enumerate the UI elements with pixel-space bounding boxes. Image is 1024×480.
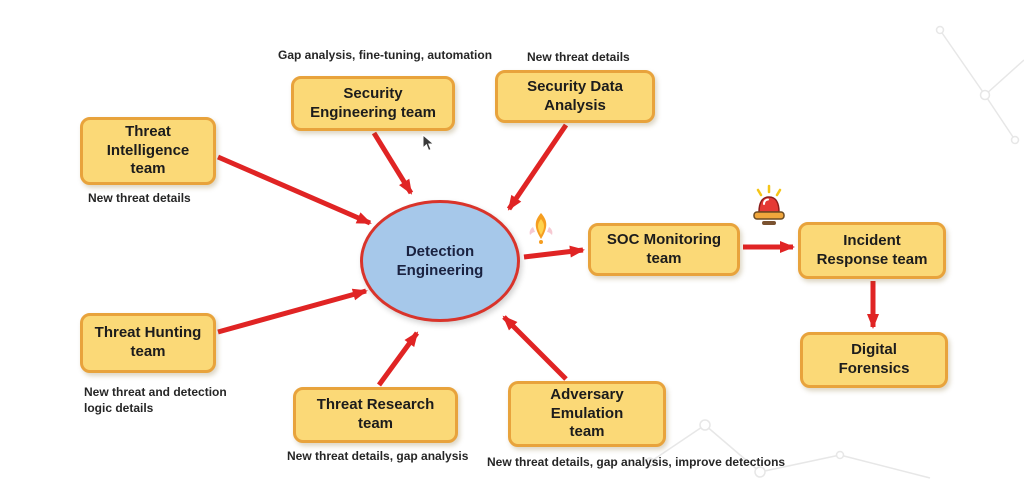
arrow-security-engineering-to-center: [371, 131, 414, 195]
siren-alarm-icon: [753, 184, 785, 225]
caption-threat-intelligence: New threat details: [88, 191, 191, 205]
caption-security-data-analysis: New threat details: [527, 50, 630, 64]
cursor-pointer-shape: [422, 134, 435, 152]
flame-inner: [538, 219, 544, 235]
node-digital-forensics: Digital Forensics: [800, 332, 948, 388]
node-adversary-emulation-team: Adversary Emulation team: [508, 381, 666, 447]
flame-spark: [539, 240, 543, 244]
adversary-emulation-label: Adversary Emulation team: [550, 385, 624, 441]
detection-engineering-label: Detection Engineering: [396, 242, 484, 280]
node-detection-engineering: Detection Engineering: [360, 200, 520, 322]
siren-rays: [756, 184, 782, 197]
arrow-threat-research-to-center: [376, 331, 420, 387]
node-incident-response-team: Incident Response team: [798, 222, 946, 279]
mouse-cursor-icon: [422, 134, 435, 152]
caption-security-engineering: Gap analysis, fine-tuning, automation: [278, 48, 493, 62]
arrow-security-data-analysis-to-center: [506, 123, 569, 211]
node-soc-monitoring-team: SOC Monitoring team: [588, 223, 740, 276]
threat-hunting-label: Threat Hunting team: [94, 324, 202, 360]
siren-stand: [762, 221, 776, 225]
siren-dome: [758, 196, 780, 213]
node-threat-intelligence-team: Threat Intelligence team: [80, 117, 216, 185]
digital-forensics-label: Digital Forensics: [838, 341, 910, 377]
flame-wing-right: [547, 227, 553, 235]
caption-adversary-emulation: New threat details, gap analysis, improv…: [487, 455, 786, 469]
threat-intelligence-label: Threat Intelligence team: [106, 122, 190, 178]
incident-response-label: Incident Response team: [816, 231, 928, 268]
threat-research-label: Threat Research team: [316, 396, 435, 432]
node-security-engineering-team: Security Engineering team: [291, 76, 455, 131]
flame-wing-left: [529, 227, 535, 235]
node-threat-hunting-team: Threat Hunting team: [80, 313, 216, 373]
security-engineering-label: Security Engineering team: [310, 84, 436, 121]
siren-base: [753, 211, 785, 220]
arrow-adversary-emulation-to-center: [502, 315, 568, 381]
caption-threat-research: New threat details, gap analysis: [287, 449, 469, 463]
siren-highlight: [763, 198, 769, 205]
soc-monitoring-label: SOC Monitoring team: [606, 230, 722, 267]
arrow-threat-intelligence-to-center: [217, 154, 372, 226]
caption-threat-hunting: New threat and detection logic details: [84, 385, 227, 415]
node-threat-research-team: Threat Research team: [293, 387, 458, 443]
arrow-center-to-soc-monitoring: [523, 245, 585, 260]
security-data-analysis-label: Security Data Analysis: [527, 77, 623, 114]
flame-rocket-icon: [529, 213, 553, 244]
node-security-data-analysis: Security Data Analysis: [495, 70, 655, 123]
arrow-threat-hunting-to-center: [217, 288, 368, 335]
